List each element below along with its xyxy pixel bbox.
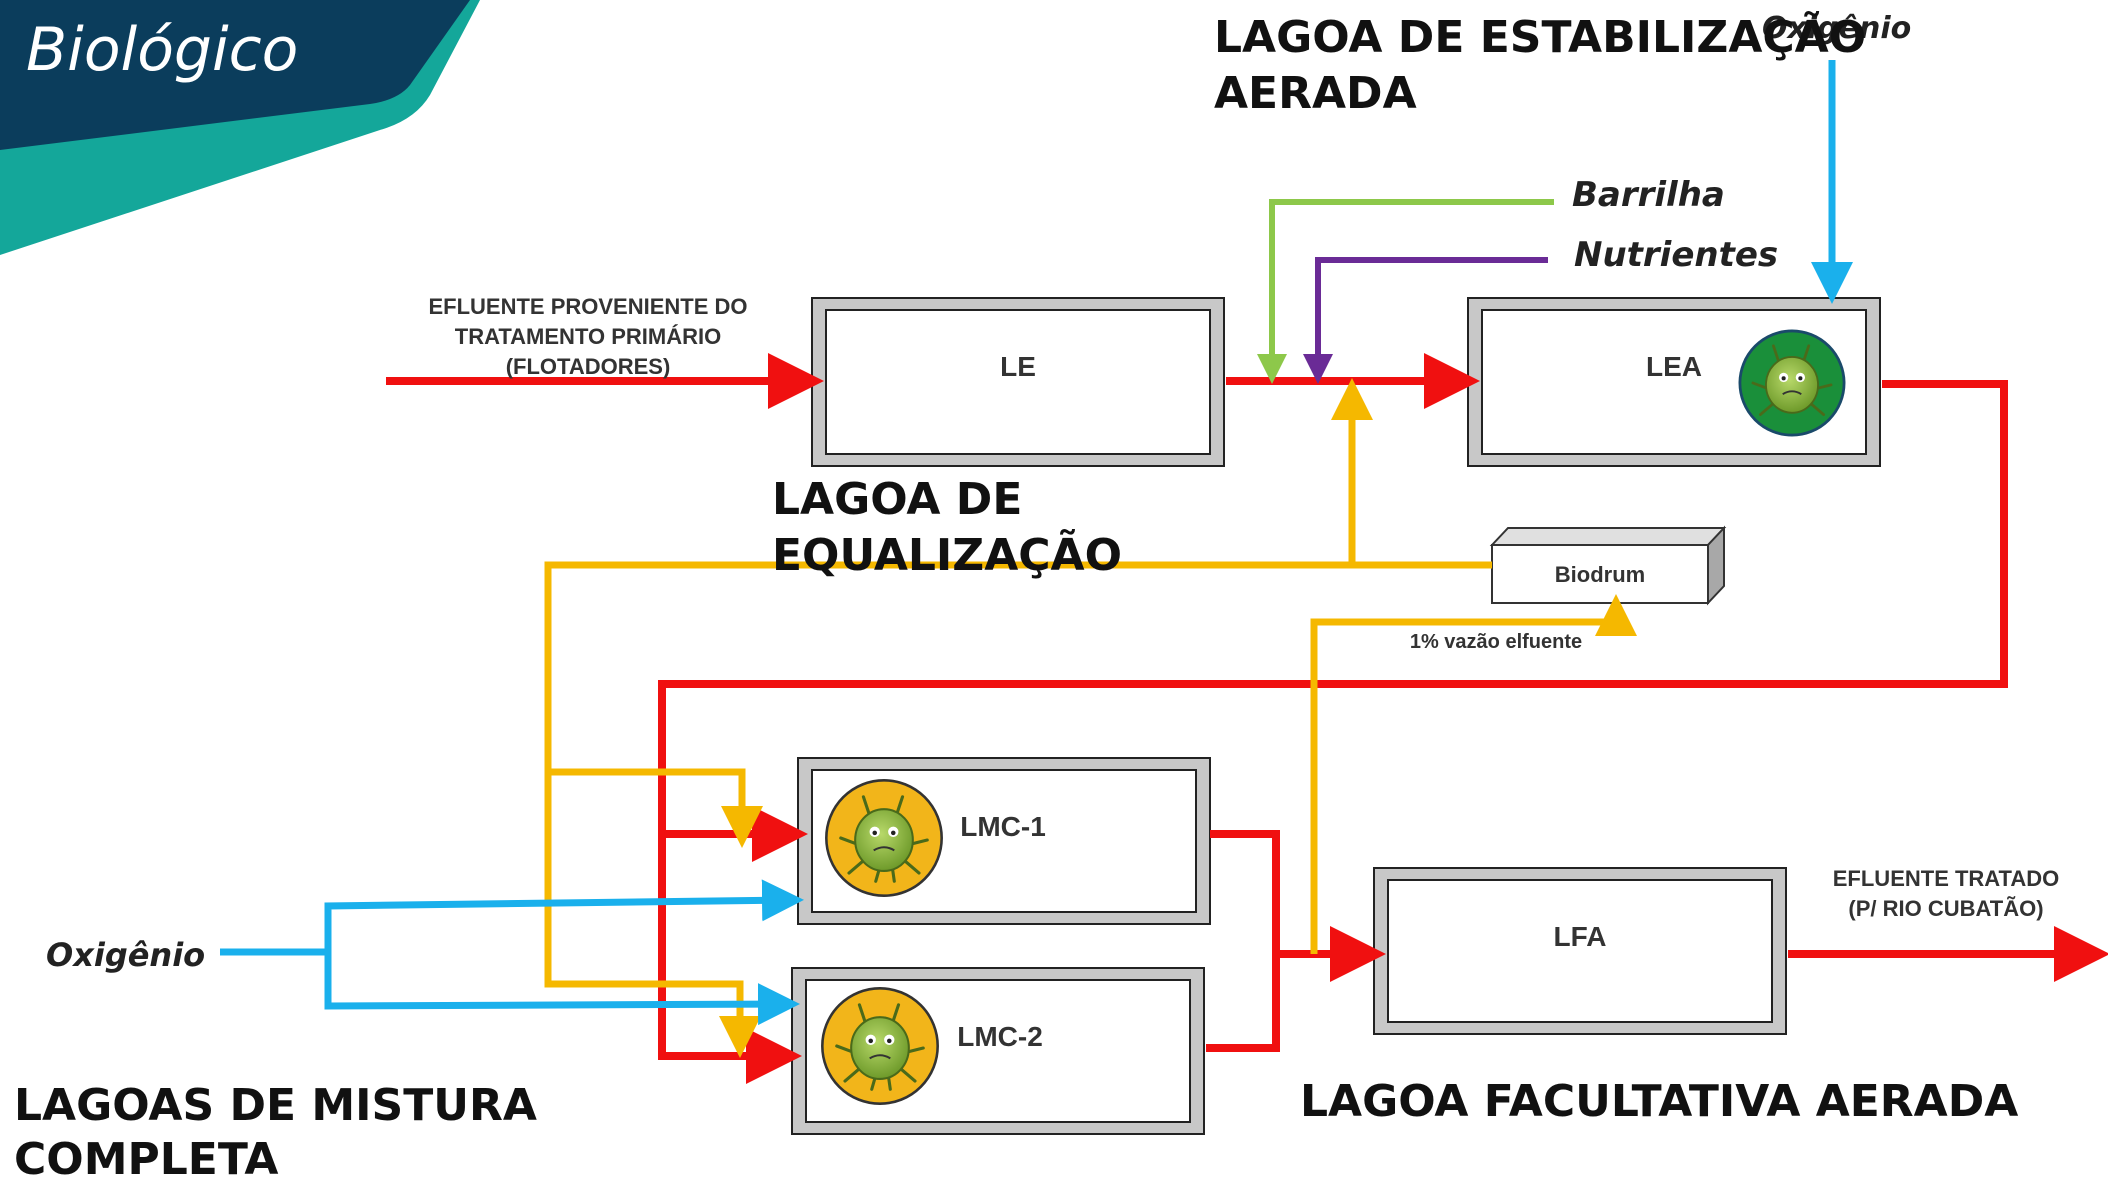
lmc-caption-line2: COMPLETA [14, 1134, 278, 1177]
lea-caption-line1: LAGOA DE ESTABILIZAÇÃO [1214, 10, 1866, 63]
lea-caption-line2: AERADA [1214, 68, 1417, 119]
microbe-lmc1-icon [824, 778, 944, 898]
unit-biodrum-code: Biodrum [1555, 562, 1645, 587]
unit-lfa-code: LFA [1554, 921, 1607, 952]
oxygen-lines [220, 60, 1853, 1026]
unit-lmc2-code: LMC-2 [957, 1021, 1043, 1052]
oxygen-left-label: Oxigênio [46, 936, 205, 974]
lmc-outlet-line [1206, 830, 1280, 1052]
microbe-lea-icon [1738, 329, 1846, 437]
unit-lmc2-box: LMC-2 [791, 967, 1205, 1135]
unit-le-box: LE [811, 297, 1225, 467]
biodrum-to-lmc1-line [548, 768, 763, 848]
effluent-lines [386, 353, 2108, 1084]
barrilha-label: Barrilha [1572, 175, 1725, 215]
unit-lmc1-code: LMC-1 [960, 811, 1046, 842]
lea-to-lmc2-line [658, 380, 2008, 1084]
unit-biodrum-box: Biodrum [1489, 525, 1727, 606]
inlet-label-line3: (FLOTADORES) [506, 354, 671, 379]
feed-to-biodrum-line [1310, 594, 1637, 954]
outlet-label-line1: EFLUENTE TRATADO [1833, 866, 2060, 891]
page-title: Biológico [26, 15, 298, 85]
microbe-lmc2-icon [820, 986, 940, 1106]
unit-lfa-box: LFA [1373, 867, 1787, 1035]
unit-lea-box: LEA [1467, 297, 1881, 467]
le-caption-line1: LAGOA DE [772, 474, 1022, 525]
unit-le-code: LE [1000, 351, 1036, 382]
oxygen-top-label: Oxigênio [1762, 11, 1911, 46]
inlet-label-line2: TRATAMENTO PRIMÁRIO [455, 324, 721, 349]
nutrientes-line [1303, 257, 1548, 384]
oxygen-to-lmc1-arrow [220, 879, 804, 956]
unit-lmc1-box: LMC-1 [797, 757, 1211, 925]
header-banner: Biológico [0, 0, 480, 255]
oxygen-to-lmc2-arrow [324, 952, 800, 1026]
header-dark-band [0, 0, 470, 150]
inlet-label-line1: EFLUENTE PROVENIENTE DO [428, 294, 747, 319]
le-caption-line2: EQUALIZAÇÃO [772, 528, 1122, 581]
lfa-caption: LAGOA FACULTATIVA AERADA [1300, 1076, 2018, 1127]
biodrum-feed-label: 1% vazão elfuente [1410, 631, 1582, 653]
unit-lea-code: LEA [1646, 351, 1702, 382]
nutrientes-label: Nutrientes [1574, 235, 1778, 275]
lmc-caption-line1: LAGOAS DE MISTURA [14, 1080, 537, 1131]
barrilha-line [1257, 199, 1554, 384]
outlet-label-line2: (P/ RIO CUBATÃO) [1848, 896, 2043, 921]
